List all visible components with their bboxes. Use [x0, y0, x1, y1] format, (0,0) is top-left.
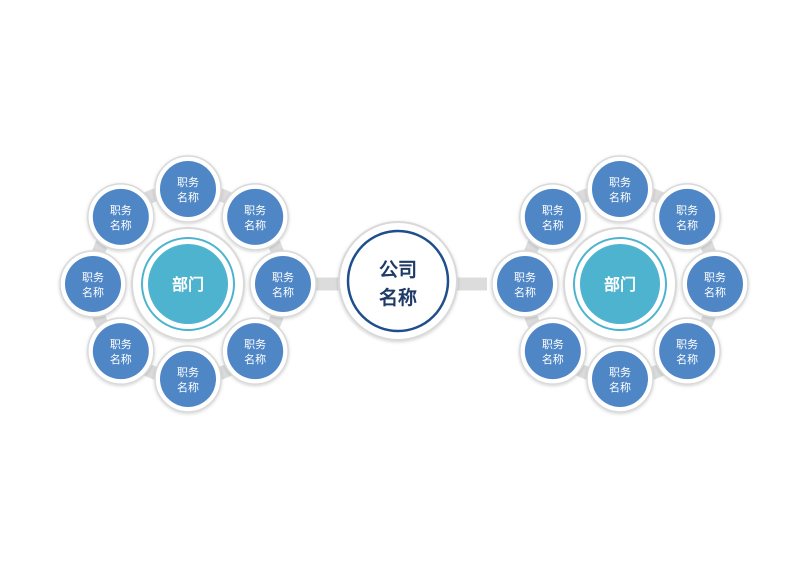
department-label: 部门 — [172, 275, 204, 294]
role-label-line2: 名称 — [82, 285, 104, 299]
role-label-line1: 职务 — [609, 176, 631, 189]
company-name-line1: 公司 — [379, 259, 417, 281]
role-label-line1: 职务 — [177, 366, 199, 379]
role-label-line2: 名称 — [110, 352, 132, 366]
role-node-circle — [659, 323, 716, 380]
role-label-line2: 名称 — [609, 190, 631, 204]
role-label-line2: 名称 — [704, 285, 726, 299]
role-label-line2: 名称 — [244, 218, 266, 232]
role-label-line1: 职务 — [609, 366, 631, 379]
role-node-circle — [160, 161, 216, 217]
role-label-line1: 职务 — [244, 338, 266, 351]
role-label-line1: 职务 — [244, 204, 266, 217]
role-label-line2: 名称 — [676, 218, 698, 232]
role-node-circle — [524, 323, 581, 380]
role-label-line1: 职务 — [514, 271, 536, 284]
role-label-line2: 名称 — [542, 352, 564, 366]
role-node-circle — [659, 188, 716, 245]
role-node-circle — [255, 256, 311, 312]
role-label-line2: 名称 — [272, 285, 294, 299]
role-label-line1: 职务 — [82, 271, 104, 284]
role-label-line2: 名称 — [542, 218, 564, 232]
role-node-circle — [592, 161, 648, 217]
role-label-line1: 职务 — [272, 271, 294, 284]
company-node-ring — [346, 229, 450, 333]
role-label-line2: 名称 — [244, 352, 266, 366]
department-ring — [573, 237, 667, 331]
role-node-circle — [65, 256, 121, 312]
department-ring — [141, 237, 235, 331]
role-label-line2: 名称 — [177, 190, 199, 204]
role-label-line1: 职务 — [676, 204, 698, 217]
role-label-line1: 职务 — [704, 271, 726, 284]
department-label: 部门 — [604, 275, 636, 294]
role-node-circle — [497, 256, 553, 312]
role-label-line2: 名称 — [177, 380, 199, 394]
role-label-line1: 职务 — [110, 338, 132, 351]
role-node-circle — [524, 188, 581, 245]
role-label-line2: 名称 — [110, 218, 132, 232]
role-label-line1: 职务 — [676, 338, 698, 351]
role-node-circle — [227, 188, 284, 245]
role-node-circle — [227, 323, 284, 380]
role-label-line1: 职务 — [177, 176, 199, 189]
role-label-line2: 名称 — [676, 352, 698, 366]
role-node-circle — [92, 323, 149, 380]
company-node: 公司 名称 — [338, 221, 458, 341]
role-label-line1: 职务 — [542, 204, 564, 217]
role-node-circle — [687, 256, 743, 312]
role-label-line1: 职务 — [110, 204, 132, 217]
department-node — [580, 244, 660, 324]
role-node-circle — [160, 351, 216, 407]
role-label-line1: 职务 — [542, 338, 564, 351]
role-node-circle — [92, 188, 149, 245]
role-label-line2: 名称 — [609, 380, 631, 394]
role-label-line2: 名称 — [514, 285, 536, 299]
company-name-line2: 名称 — [379, 286, 417, 309]
department-node — [148, 244, 228, 324]
role-node-circle — [592, 351, 648, 407]
